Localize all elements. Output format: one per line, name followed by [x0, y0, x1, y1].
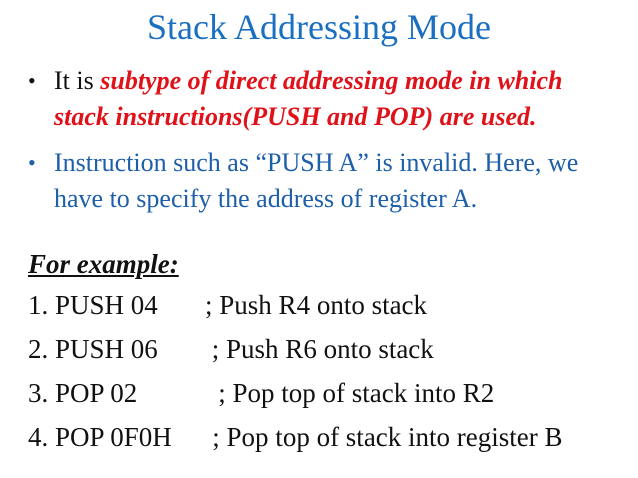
example-line-push-04: 1. PUSH 04 ; Push R4 onto stack — [28, 289, 428, 320]
example-list: 1. PUSH 04 ; Push R4 onto stack 2. PUSH … — [28, 289, 620, 452]
bullet-item-definition: • It is subtype of direct addressing mod… — [28, 63, 620, 135]
slide-body: • It is subtype of direct addressing mod… — [0, 53, 638, 451]
bullet-icon: • — [28, 149, 36, 175]
bullet-text: Instruction such as “PUSH A” is invalid.… — [54, 147, 579, 213]
bullet-icon: • — [28, 68, 36, 94]
bullet-text: It is subtype of direct addressing mode … — [54, 63, 620, 135]
example-line-push-06: 2. PUSH 06 ; Push R6 onto stack — [28, 333, 434, 364]
example-line-pop-0f0h: 4. POP 0F0H ; Pop top of stack into regi… — [28, 421, 563, 452]
example-line-pop-02: 3. POP 02 ; Pop top of stack into R2 — [28, 377, 495, 408]
example-heading: For example: — [28, 248, 179, 279]
bullet-emphasis-text: subtype of direct addressing mode in whi… — [54, 66, 563, 132]
bullet-prefix-text: It is — [54, 66, 101, 96]
slide-title: Stack Addressing Mode — [147, 7, 491, 47]
bullet-list: • It is subtype of direct addressing mod… — [28, 63, 620, 217]
bullet-item-instruction: • Instruction such as “PUSH A” is invali… — [28, 145, 620, 217]
